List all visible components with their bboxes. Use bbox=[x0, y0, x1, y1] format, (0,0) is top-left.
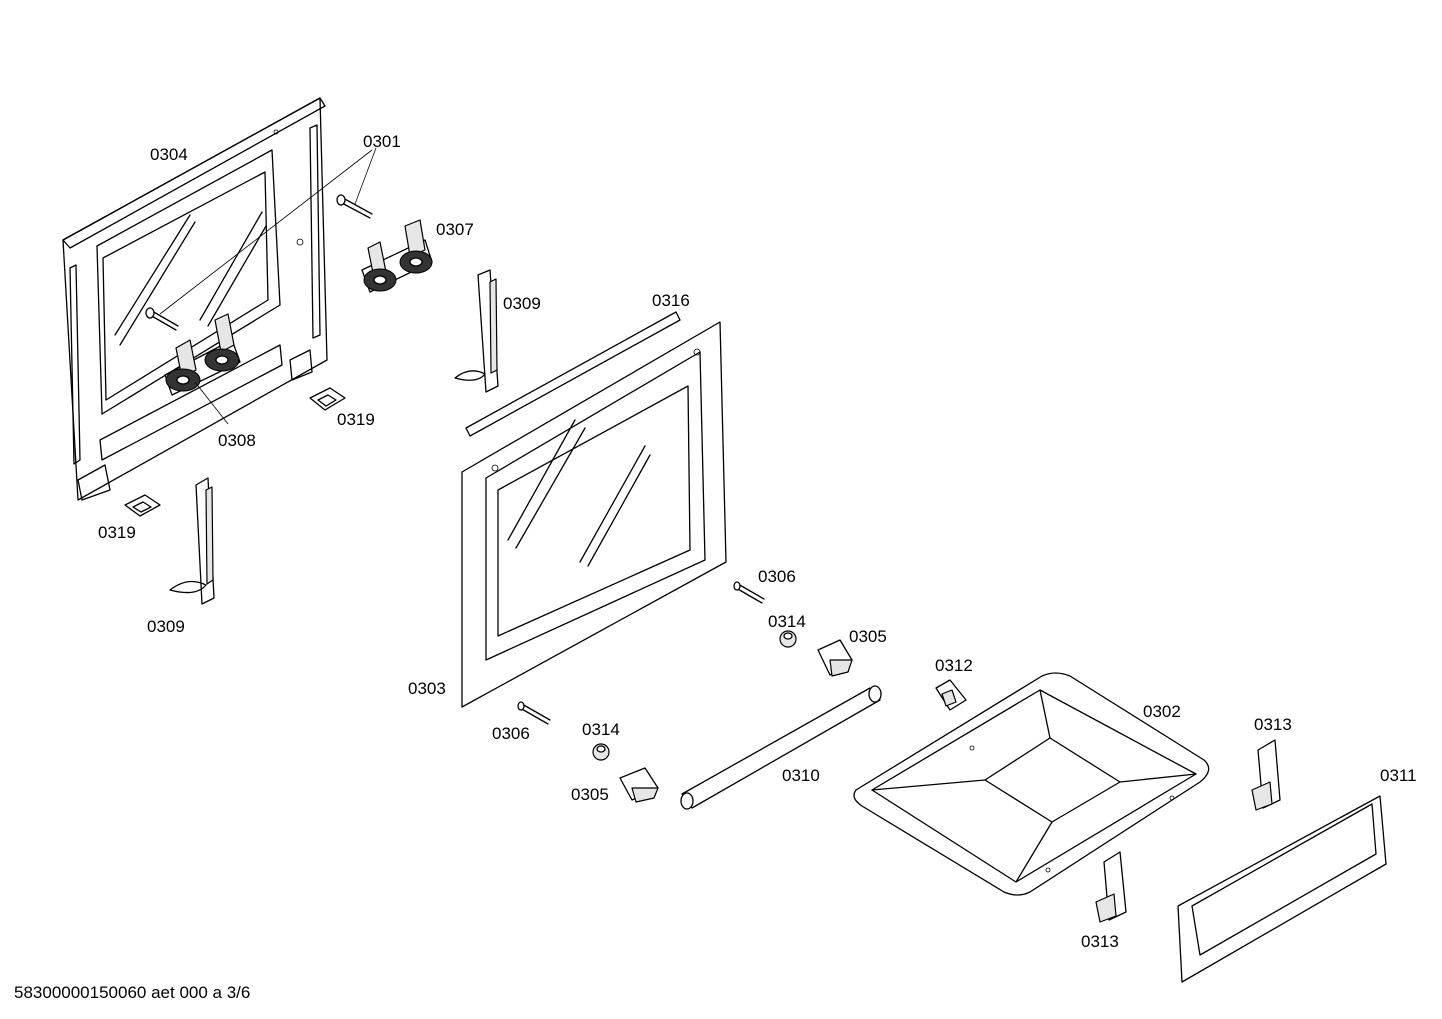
callout-0306-top: 0306 bbox=[758, 567, 796, 586]
callout-0303: 0303 bbox=[408, 679, 446, 698]
callout-0311: 0311 bbox=[1380, 766, 1417, 785]
callout-0308: 0308 bbox=[218, 431, 256, 450]
part-0309-door-hinge bbox=[169, 269, 499, 605]
callout-0305-top: 0305 bbox=[849, 627, 887, 646]
callout-0309-bottom: 0309 bbox=[147, 617, 185, 636]
callout-0302: 0302 bbox=[1143, 702, 1181, 721]
callout-0304: 0304 bbox=[150, 145, 188, 164]
part-0314-bushing bbox=[592, 630, 797, 761]
leader-lines bbox=[159, 147, 377, 425]
part-0316-seal-strip bbox=[465, 311, 681, 437]
part-0302-drawer-tray bbox=[853, 672, 1210, 896]
callout-0305-bottom: 0305 bbox=[571, 785, 609, 804]
part-0301-screw bbox=[145, 194, 373, 331]
callout-0313-bottom: 0313 bbox=[1081, 932, 1119, 951]
callout-0314-top: 0314 bbox=[768, 612, 806, 631]
part-0306-screw bbox=[517, 581, 765, 725]
callout-0306-bottom: 0306 bbox=[492, 724, 530, 743]
part-0311-drawer-front bbox=[1177, 795, 1387, 983]
drawing-reference-number: 58300000150060 aet 000 a 3/6 bbox=[14, 983, 251, 1002]
part-0307-hinge-bracket bbox=[361, 219, 433, 293]
part-0310-door-handle bbox=[680, 685, 882, 810]
part-0319-clip bbox=[124, 387, 346, 517]
callout-0313-top: 0313 bbox=[1254, 715, 1292, 734]
part-0304-inner-door-frame bbox=[62, 97, 328, 501]
part-0313-drawer-runner bbox=[1095, 739, 1281, 923]
callout-0312: 0312 bbox=[935, 656, 973, 675]
part-0312-clip bbox=[935, 679, 967, 711]
part-0308-hinge-bracket bbox=[164, 313, 241, 396]
callout-0319-bottom: 0319 bbox=[98, 523, 136, 542]
part-0303-outer-door-glass bbox=[461, 321, 727, 708]
callout-0301: 0301 bbox=[363, 132, 401, 151]
callout-0310: 0310 bbox=[782, 766, 820, 785]
callout-0309-top: 0309 bbox=[503, 294, 541, 313]
part-0305-handle-end-cap bbox=[619, 639, 853, 803]
callout-0316: 0316 bbox=[652, 291, 690, 310]
callout-0319-top: 0319 bbox=[337, 410, 375, 429]
callout-0307: 0307 bbox=[436, 220, 474, 239]
callout-0314-bottom: 0314 bbox=[582, 720, 620, 739]
